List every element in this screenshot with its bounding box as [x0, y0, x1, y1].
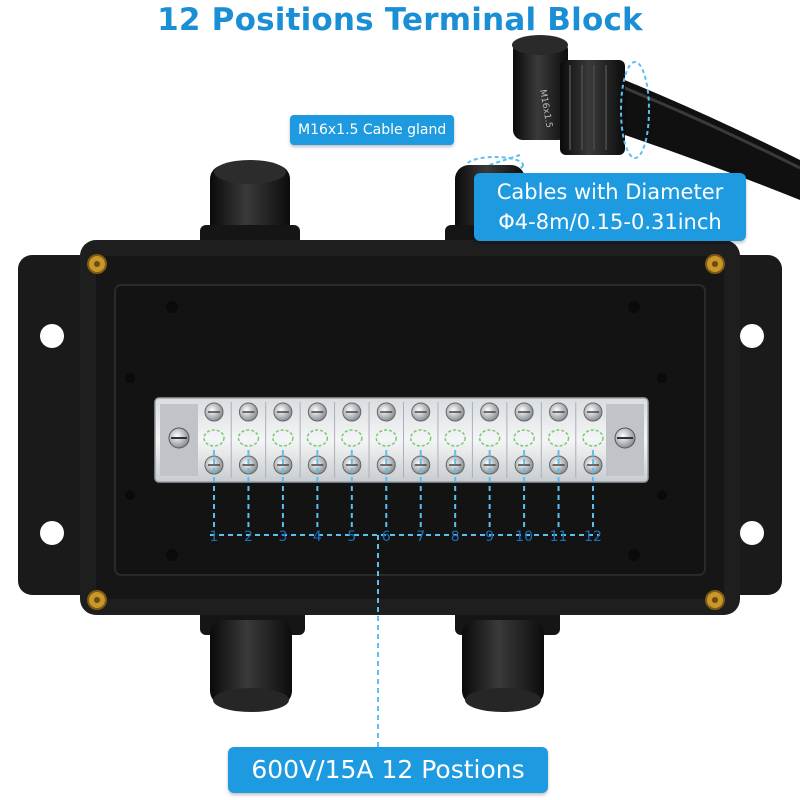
cable-diameter-line2: Φ4-8m/0.15-0.31inch [498, 210, 722, 234]
position-number-3: 3 [278, 529, 287, 545]
position-number-7: 7 [416, 529, 425, 545]
page-title: 12 Positions Terminal Block [157, 2, 643, 38]
cable-diameter-label: Cables with Diameter Φ4-8m/0.15-0.31inch [474, 173, 746, 241]
position-number-8: 8 [451, 529, 460, 545]
position-number-9: 9 [485, 529, 494, 545]
cable-gland-label: M16x1.5 Cable gland [290, 115, 455, 145]
position-number-6: 6 [382, 529, 391, 545]
rating-label: 600V/15A 12 Postions [228, 747, 548, 793]
terminal-strip [154, 397, 649, 483]
position-number-10: 10 [515, 529, 533, 545]
position-number-5: 5 [347, 529, 356, 545]
position-number-2: 2 [244, 529, 253, 545]
cable-diameter-line1: Cables with Diameter [496, 180, 724, 204]
position-number-12: 12 [584, 529, 602, 545]
position-number-4: 4 [313, 529, 322, 545]
cable-gland-closeup: M16x1.5 [512, 35, 650, 159]
cable [600, 70, 800, 200]
position-number-11: 11 [550, 529, 568, 545]
position-number-1: 1 [210, 529, 219, 545]
